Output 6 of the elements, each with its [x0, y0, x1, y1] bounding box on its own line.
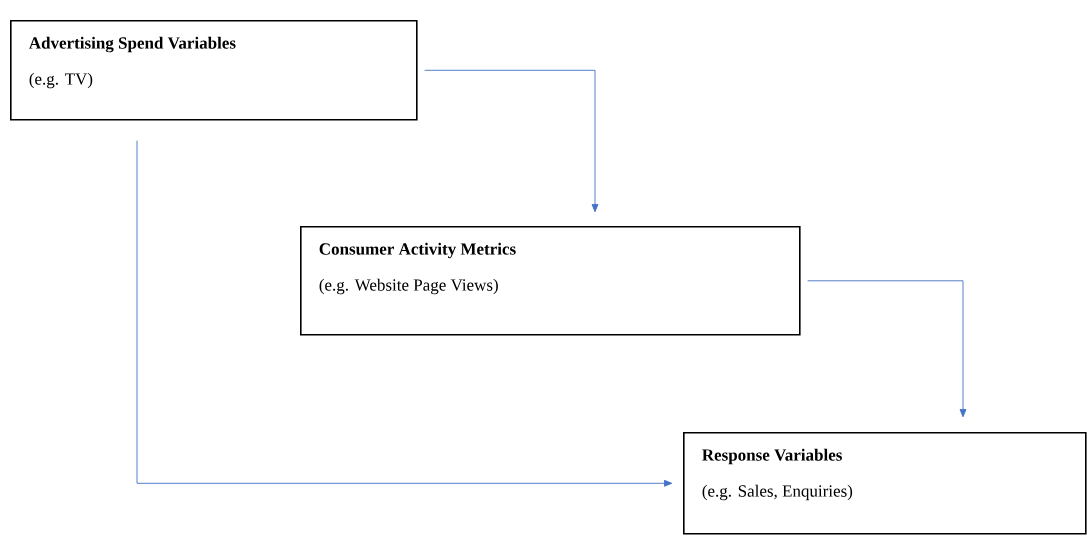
text-box: Response Variables (e.g. Sales, Enquiries): [683, 432, 1087, 535]
arrow: [807, 280, 967, 418]
text-box: Consumer Activity Metrics (e.g. Website Page Views): [300, 226, 801, 336]
text-box: Advertising Spend Variables (e.g. TV): [10, 20, 418, 121]
arrow: [424, 69, 599, 213]
arrow: [136, 140, 673, 487]
